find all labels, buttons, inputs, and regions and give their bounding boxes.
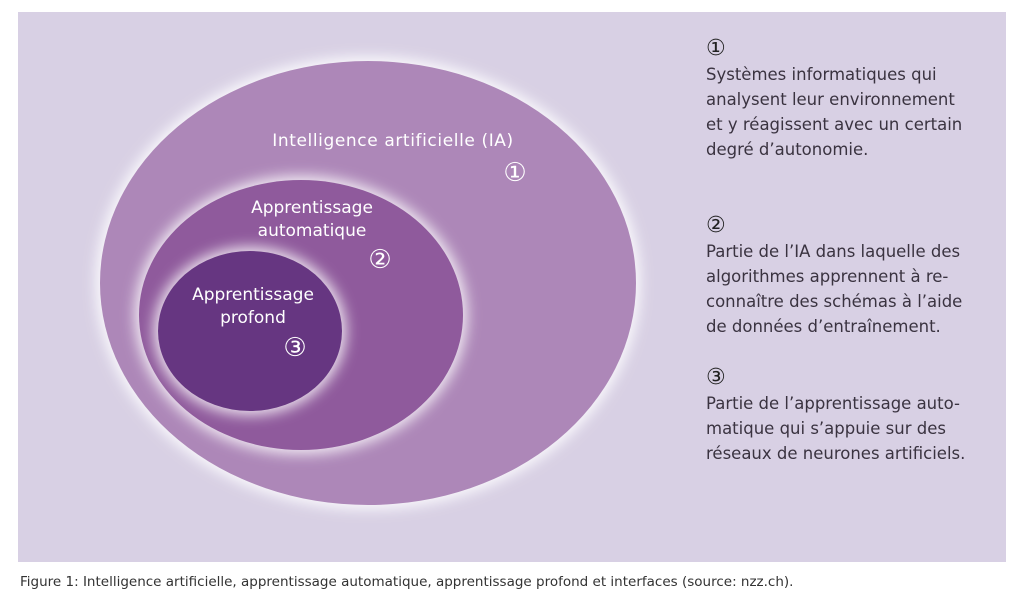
description-line: de données d’entraînement. [706,317,941,336]
description-line: degré d’autonomie. [706,140,869,159]
description-line: et y réagissent avec un certain [706,115,963,134]
ml-number: ② [368,245,391,275]
description-number: ② [706,213,726,238]
ml-label-line2: automatique [258,221,367,241]
ml-label-line1: Apprentissage [251,198,373,218]
description-number: ① [706,36,726,61]
description-line: réseaux de neurones artificiels. [706,444,966,463]
description-line: algorithmes apprennent à re- [706,267,949,286]
ai-label: Intelligence artificielle (IA) [272,131,514,151]
description-line: connaître des schémas à l’aide [706,292,963,311]
description-line: Partie de l’apprentissage auto- [706,394,960,413]
dl-label-line2: profond [220,308,286,328]
dl-label-line1: Apprentissage [192,285,314,305]
description-ml: ② Partie de l’IA dans laquelle des algor… [706,213,962,339]
dl-ellipse [158,251,342,411]
description-line: matique qui s’appuie sur des [706,419,946,438]
description-line: Partie de l’IA dans laquelle des [706,242,961,261]
description-ai: ① Systèmes informatiques qui analysent l… [706,36,962,162]
ai-number: ① [503,158,526,188]
description-line: Systèmes informatiques qui [706,65,937,84]
dl-number: ③ [283,333,306,363]
figure-caption: Figure 1: Intelligence artificielle, app… [20,574,794,590]
description-number: ③ [706,365,726,390]
description-dl: ③ Partie de l’apprentissage auto- matiqu… [706,365,965,466]
description-line: analysent leur environnement [706,90,955,109]
